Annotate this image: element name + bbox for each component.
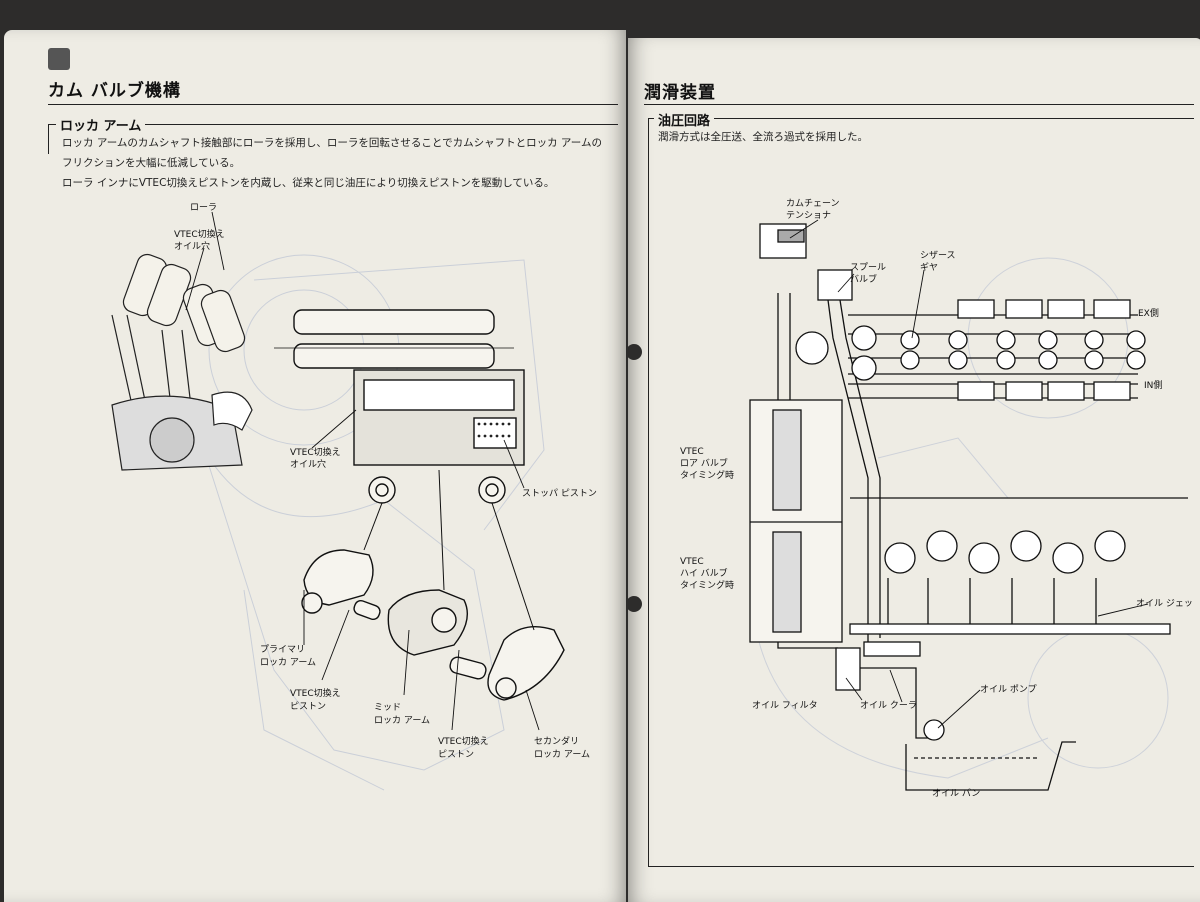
label-vtec-oil-hole-mid-1: VTEC切換え xyxy=(290,448,341,458)
rocker-arm-exploded-diagram xyxy=(274,309,565,701)
label-scissors-gear-1: シザース xyxy=(920,251,956,261)
label-mid-rocker-1: ミッド xyxy=(374,703,402,713)
label-vtec-high-2: ハイ バルブ xyxy=(680,569,728,579)
title-rule xyxy=(48,104,618,105)
label-cam-chain-tensioner-2: テンショナ xyxy=(786,211,832,221)
label-mid-rocker-2: ロッカ アーム xyxy=(374,716,431,726)
label-roller: ローラ xyxy=(190,203,218,213)
label-vtec-high-3: タイミング時 xyxy=(680,581,735,591)
subsection-rule-right xyxy=(648,118,1194,119)
paragraph-line-3: ローラ インナにVTEC切換えピストンを内蔵し、従来と同じ油圧により切換えピスト… xyxy=(62,177,555,189)
subsection-title-rocker-arm: ロッカ アーム xyxy=(56,115,146,134)
label-vtec-low-1: VTEC xyxy=(680,447,704,457)
label-vtec-piston-1a: VTEC切換え xyxy=(290,689,341,699)
title-rule-right xyxy=(644,104,1194,105)
label-spool-valve-2: バルブ xyxy=(850,275,878,285)
label-vtec-high-1: VTEC xyxy=(680,557,704,567)
subsection-bracket xyxy=(48,124,49,154)
label-vtec-low-2: ロア バルブ xyxy=(680,459,728,469)
section-title-lubrication: 潤滑装置 xyxy=(644,83,716,103)
valvetrain-cutaway-illustration xyxy=(111,253,253,471)
label-primary-rocker-1: プライマリ xyxy=(260,645,306,655)
paragraph-lubrication: 潤滑方式は全圧送、全流ろ過式を採用した。 xyxy=(658,131,868,143)
label-stopper-piston: ストッパ ピストン xyxy=(522,489,597,499)
oil-circuit-diagram xyxy=(749,219,1188,791)
label-vtec-oil-hole-top-1: VTEC切換え xyxy=(174,230,225,240)
label-secondary-rocker-1: セカンダリ xyxy=(534,737,580,747)
label-scissors-gear-2: ギヤ xyxy=(920,263,939,273)
label-primary-rocker-2: ロッカ アーム xyxy=(260,658,317,668)
subsection-bottom-border xyxy=(648,866,1194,867)
label-spool-valve-1: スプール xyxy=(850,263,887,273)
label-cam-chain-tensioner-1: カムチェーン xyxy=(786,199,840,209)
subsection-rule xyxy=(48,124,618,125)
section-tab-marker xyxy=(48,48,70,70)
label-vtec-piston-2a: VTEC切換え xyxy=(438,737,489,747)
label-oil-cooler: オイル クーラ xyxy=(860,701,917,711)
paragraph-line-2: フリクションを大幅に低減している。 xyxy=(62,157,241,169)
label-vtec-piston-2b: ピストン xyxy=(438,750,475,760)
label-vtec-oil-hole-mid-2: オイル穴 xyxy=(290,460,327,470)
label-vtec-oil-hole-top-2: オイル穴 xyxy=(174,242,211,252)
label-oil-pump: オイル ポンプ xyxy=(980,685,1037,695)
binder-hole-top xyxy=(628,344,642,360)
subsection-title-oil-circuit: 油圧回路 xyxy=(654,110,715,129)
binder-hole-bottom xyxy=(628,596,642,612)
right-page: 潤滑装置 油圧回路 潤滑方式は全圧送、全流ろ過式を採用した。 xyxy=(628,38,1200,902)
paragraph-line-1: ロッカ アームのカムシャフト接触部にローラを採用し、ローラを回転させることでカム… xyxy=(62,137,602,149)
label-oil-jet: オイル ジェッ xyxy=(1136,599,1193,609)
section-title-cam-valve: カム バルブ機構 xyxy=(48,81,181,101)
label-oil-pan: オイル パン xyxy=(932,789,981,799)
label-in-side: IN側 xyxy=(1144,381,1163,391)
label-vtec-low-3: タイミング時 xyxy=(680,471,735,481)
label-ex-side: EX側 xyxy=(1138,309,1159,319)
left-leader-lines xyxy=(185,211,540,731)
left-page: カム バルブ機構 ロッカ アーム ロッカ アームのカムシャフト接触部にローラを採… xyxy=(4,30,626,902)
subsection-left-border xyxy=(648,118,649,866)
label-oil-filter: オイル フィルタ xyxy=(752,701,818,711)
label-secondary-rocker-2: ロッカ アーム xyxy=(534,750,591,760)
label-vtec-piston-1b: ピストン xyxy=(290,702,327,712)
